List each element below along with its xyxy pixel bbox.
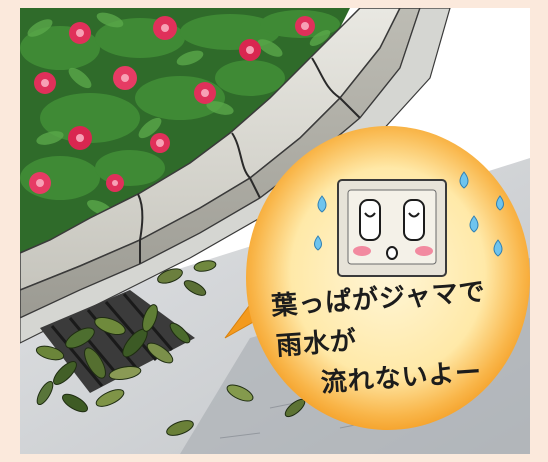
leaf-icon	[95, 389, 125, 407]
tears	[314, 171, 504, 257]
azalea-flower-icon	[113, 66, 137, 90]
teardrop-icon	[317, 195, 327, 213]
azalea-flower-icon	[29, 172, 51, 194]
teardrop-icon	[459, 171, 469, 189]
leaf-icon	[226, 384, 254, 402]
leaf-icon	[169, 322, 191, 344]
leaf-icon	[157, 268, 183, 284]
leaf-icon	[65, 327, 95, 349]
speech-bubble	[224, 126, 530, 430]
azalea-flower-icon	[194, 82, 216, 104]
leaf-icon	[142, 304, 158, 332]
leaf-icon	[36, 380, 54, 406]
azalea-flower-icon	[69, 22, 91, 44]
azalea-flower-icon	[150, 133, 170, 153]
azalea-flower-icon	[68, 126, 92, 150]
leaf-icon	[166, 420, 194, 436]
azalea-bush	[20, 8, 350, 253]
teardrop-icon	[469, 215, 479, 233]
leaf-icon	[84, 347, 106, 379]
leaf-icon	[62, 393, 88, 413]
azalea-flower-icon	[106, 174, 124, 192]
azalea-flower-icon	[239, 39, 261, 61]
teardrop-icon	[314, 235, 322, 251]
scene-svg	[20, 8, 530, 454]
scattered-leaves	[166, 260, 306, 436]
azalea-flower-icon	[153, 16, 177, 40]
leaf-icon	[108, 365, 142, 381]
leaf-icon	[193, 260, 217, 272]
leaf-icon	[35, 345, 65, 361]
azalea-flower-icon	[295, 16, 315, 36]
illustration-panel: 葉っぱがジャマで 雨水が 流れないよー	[20, 8, 530, 454]
gutter	[20, 8, 451, 344]
leaf-pile	[35, 268, 207, 413]
azalea-flower-icon	[34, 72, 56, 94]
leaf-icon	[53, 361, 77, 385]
leaf-icon	[183, 280, 207, 296]
leaf-icon	[146, 342, 174, 364]
leaf-icon	[94, 316, 126, 336]
crying-face-icon	[337, 179, 447, 277]
teardrop-icon	[493, 239, 503, 257]
teardrop-icon	[496, 195, 504, 211]
speech-line-2: 雨水が	[275, 326, 359, 362]
